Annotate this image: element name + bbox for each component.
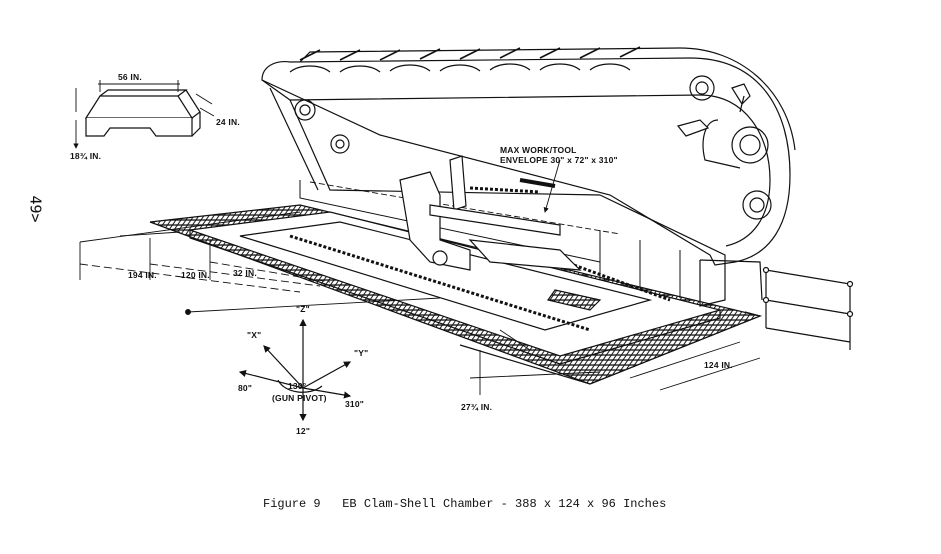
gun-carriage [399, 155, 602, 311]
axis-z-label: "Z" [296, 304, 310, 314]
envelope-label-line2: ENVELOPE 30" x 72" x 310" [500, 155, 618, 165]
caption-label: Figure 9 [263, 497, 321, 511]
clam-shell-chamber [261, 46, 796, 307]
caption-title: EB Clam-Shell Chamber - 388 x 124 x 96 I… [342, 497, 667, 511]
axis-x-label: "X" [247, 330, 262, 340]
dimension-lines [79, 211, 761, 395]
fixture-width-label: 56 IN. [118, 72, 142, 82]
axis-y-label: "Y" [354, 348, 369, 358]
dim-194-label: 194 IN. [128, 270, 157, 280]
gun-pivot-label: (GUN PIVOT) [272, 393, 327, 403]
pivot-angle-label: 130° [288, 381, 307, 391]
dim-124-label: 124 IN. [704, 360, 733, 370]
page-number: 49> [26, 195, 45, 223]
dim-120-label: 120 IN. [181, 270, 210, 280]
dim-27-label: 27¾ IN. [461, 402, 493, 412]
fixture-height-label: 18¾ IN. [70, 151, 102, 161]
safety-rail [762, 266, 854, 350]
envelope-label-line1: MAX WORK/TOOL [500, 145, 577, 155]
figure-caption: Figure 9 EB Clam-Shell Chamber - 388 x 1… [263, 497, 666, 511]
fixture-depth-label: 24 IN. [216, 117, 240, 127]
z-travel-label: 12" [296, 426, 311, 436]
lead-screw [289, 234, 591, 332]
y-travel-label: 310" [345, 399, 365, 409]
dim-32-label: 32 IN. [233, 268, 257, 278]
x-travel-label: 80" [238, 383, 253, 393]
axis-triad [238, 318, 352, 422]
fixture-sketch [76, 80, 215, 148]
